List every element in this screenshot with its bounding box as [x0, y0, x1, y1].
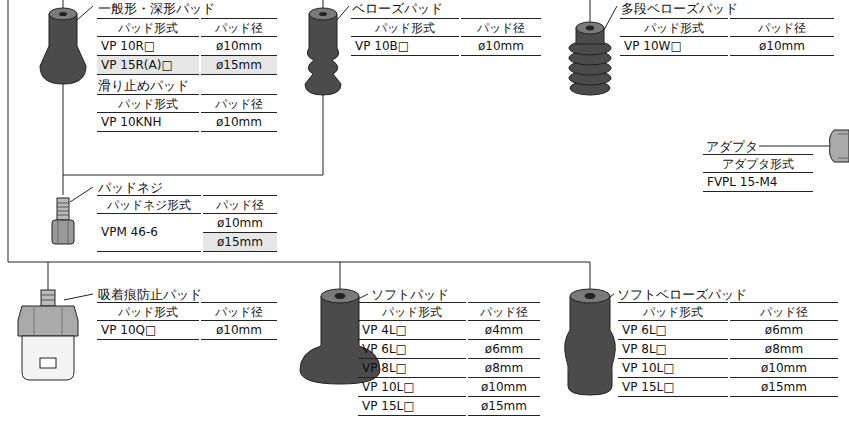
table-cell: VP 10L□: [618, 359, 728, 378]
table-header: パッド径: [201, 302, 277, 321]
table-header: パッド形式: [97, 18, 199, 37]
table-header: パッド形式: [351, 18, 459, 37]
table-header: パッド形式: [620, 18, 728, 37]
group-heading: 滑り止めパッド: [97, 78, 190, 93]
table-header: パッド径: [201, 94, 277, 113]
table-header: パッド径: [730, 302, 838, 321]
table-cell: VP 15R(A)□: [97, 56, 199, 75]
table-header: パッド形式: [97, 302, 199, 321]
table-cell: VP 10KNH: [97, 113, 199, 132]
table-cell: VP 10Q□: [97, 321, 199, 340]
table-cell: ø4mm: [468, 321, 540, 340]
table-cell: VP 4L□: [358, 321, 466, 340]
table-cell: VP 10R□: [97, 37, 199, 56]
table-cell: ø15mm: [203, 233, 277, 252]
table-header: パッド形式: [618, 302, 728, 321]
table-cell: ø8mm: [468, 359, 540, 378]
general-pad: [40, 8, 86, 84]
table-cell: ø10mm: [730, 37, 834, 56]
adapter: [830, 130, 849, 162]
table-header: パッドネジ形式: [97, 195, 201, 214]
table-cell: ø6mm: [730, 321, 838, 340]
table-cell: ø10mm: [468, 378, 540, 397]
group-heading: ベローズパッド: [351, 1, 444, 16]
bellows-pad: [305, 8, 341, 95]
table-cell: ø10mm: [201, 113, 277, 132]
group-heading: ソフトパッド: [370, 287, 450, 302]
table-header: パッド径: [730, 18, 834, 37]
table-cell: VP 15L□: [618, 378, 728, 397]
table-cell: ø15mm: [730, 378, 838, 397]
group-heading: パッドネジ: [97, 180, 164, 195]
table-header: アダプタ形式: [703, 154, 813, 173]
table-cell: ø8mm: [730, 340, 838, 359]
table-cell: VPM 46-6: [97, 214, 201, 252]
table-cell: ø15mm: [468, 397, 540, 416]
soft-bellows-pad: [565, 289, 616, 395]
table-cell: VP 10W□: [620, 37, 728, 56]
table-cell: VP 6L□: [618, 321, 728, 340]
table-header: パッド径: [461, 18, 541, 37]
table-header: パッド径: [203, 195, 277, 214]
anti-mark-pad: [18, 290, 78, 380]
table-cell: FVPL 15-M4: [703, 173, 813, 192]
pad-screw: [52, 198, 74, 244]
table-cell: VP 8L□: [358, 359, 466, 378]
table-cell: ø10mm: [203, 214, 277, 233]
table-cell: VP 15L□: [358, 397, 466, 416]
table-cell: ø6mm: [468, 340, 540, 359]
table-cell: ø10mm: [461, 37, 541, 56]
table-cell: ø10mm: [730, 359, 838, 378]
table-header: パッド形式: [358, 302, 466, 321]
multi-bellows-pad: [569, 22, 611, 95]
table-cell: VP 10L□: [358, 378, 466, 397]
table-cell: ø15mm: [201, 56, 277, 75]
table-cell: VP 6L□: [358, 340, 466, 359]
table-header: パッド形式: [97, 94, 199, 113]
table-header: パッド径: [468, 302, 540, 321]
group-heading: ソフトベローズパッド: [616, 287, 748, 302]
group-heading: 多段ベローズパッド: [620, 1, 739, 16]
group-heading: アダプタ: [705, 139, 759, 154]
table-cell: ø10mm: [201, 321, 277, 340]
table-cell: ø10mm: [201, 37, 277, 56]
table-cell: VP 8L□: [618, 340, 728, 359]
table-header: パッド径: [201, 18, 277, 37]
group-heading: 吸着痕防止パッド: [97, 287, 203, 302]
table-cell: VP 10B□: [351, 37, 459, 56]
group-heading: 一般形・深形パッド: [97, 1, 216, 16]
tree-lines: [8, 0, 832, 300]
